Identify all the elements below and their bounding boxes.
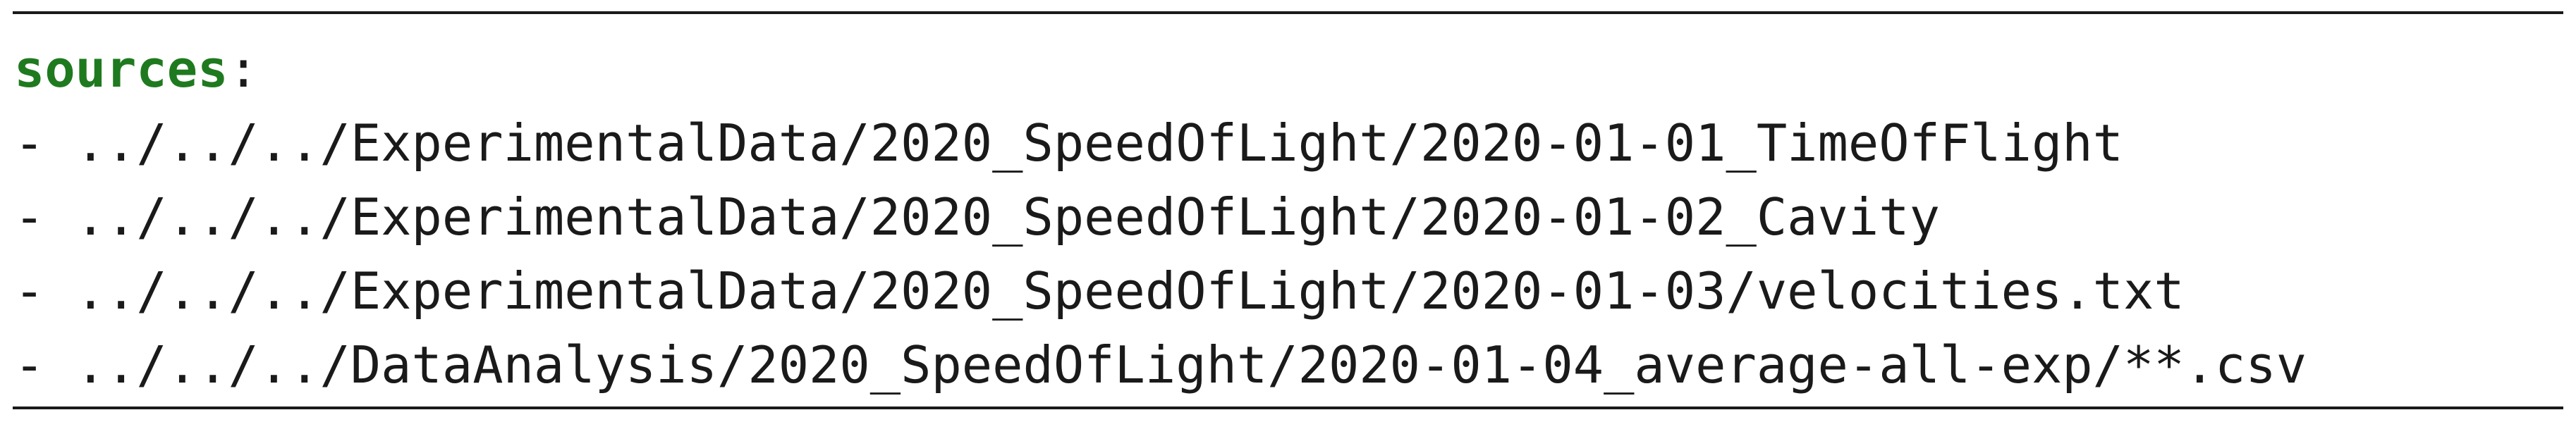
yaml-key-line: sources: — [14, 32, 2307, 106]
top-rule — [13, 11, 2563, 14]
source-item: - ../../../ExperimentalData/2020_SpeedOf… — [14, 180, 2307, 254]
yaml-colon: : — [228, 39, 259, 99]
bottom-rule — [13, 407, 2563, 409]
yaml-code-block: sources:- ../../../ExperimentalData/2020… — [14, 32, 2307, 402]
source-item: - ../../../DataAnalysis/2020_SpeedOfLigh… — [14, 328, 2307, 402]
source-item: - ../../../ExperimentalData/2020_SpeedOf… — [14, 254, 2307, 328]
list-dash: - — [14, 113, 75, 173]
source-path: ../../../DataAnalysis/2020_SpeedOfLight/… — [75, 335, 2307, 395]
yaml-key: sources — [14, 39, 228, 99]
list-dash: - — [14, 335, 75, 395]
list-dash: - — [14, 187, 75, 247]
source-path: ../../../ExperimentalData/2020_SpeedOfLi… — [75, 261, 2185, 321]
source-item: - ../../../ExperimentalData/2020_SpeedOf… — [14, 106, 2307, 180]
source-path: ../../../ExperimentalData/2020_SpeedOfLi… — [75, 113, 2123, 173]
source-path: ../../../ExperimentalData/2020_SpeedOfLi… — [75, 187, 1940, 247]
list-dash: - — [14, 261, 75, 321]
